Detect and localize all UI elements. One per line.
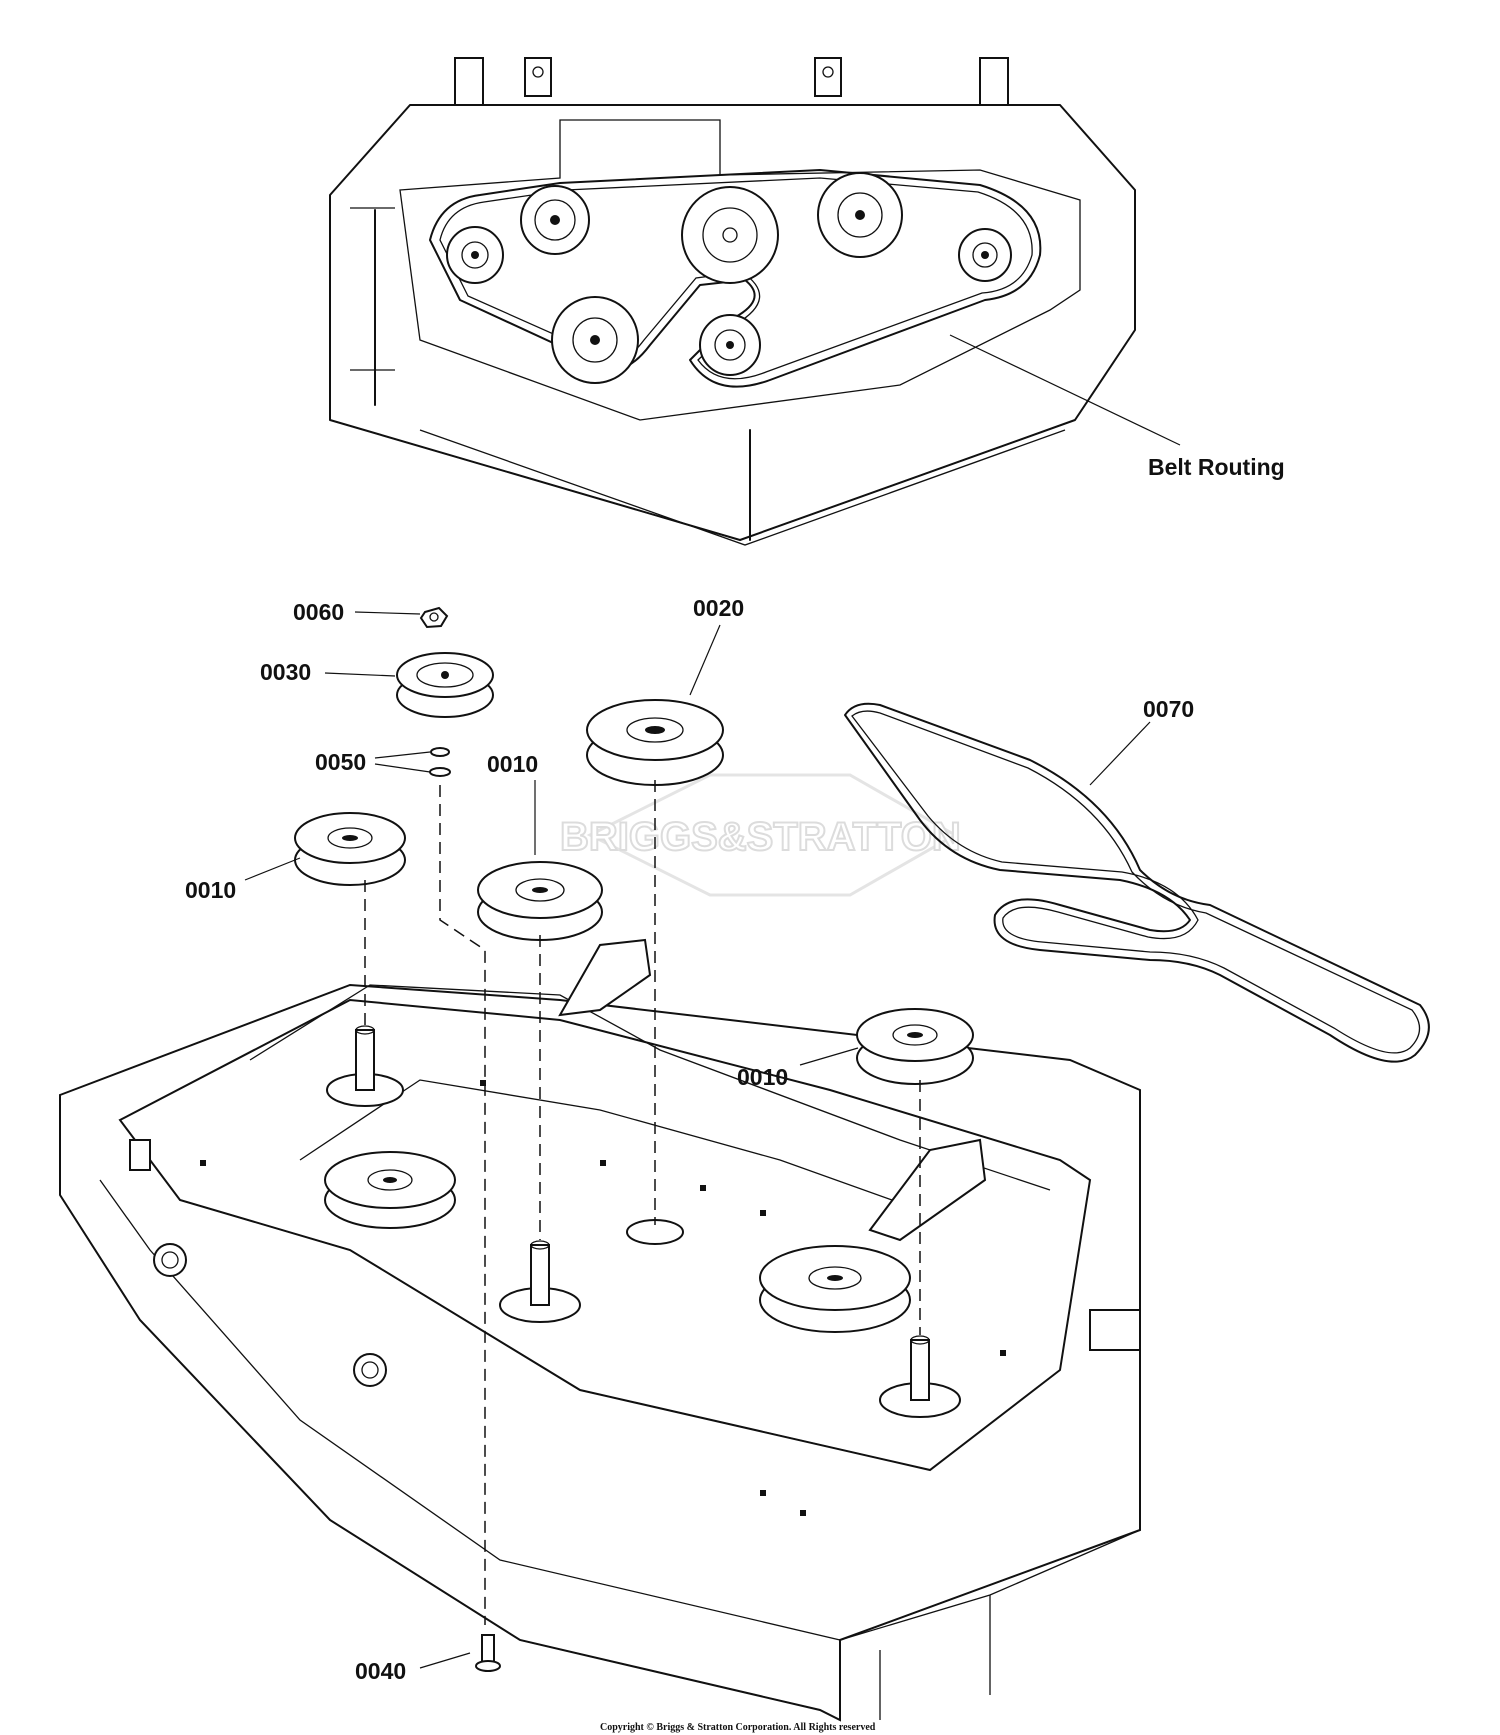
- callout-0010-left: 0010: [185, 877, 236, 903]
- idler-top-2: [699, 314, 761, 376]
- idler-top-1: [520, 185, 590, 255]
- spindle-right: [879, 1335, 961, 1418]
- belt-routing-view: Belt Routing: [329, 57, 1285, 546]
- callout-0050: 0050: [315, 749, 366, 775]
- part-0020-pulley: [586, 699, 724, 786]
- callout-0070: 0070: [1143, 696, 1194, 722]
- pulley-on-deck-right: [759, 1245, 911, 1333]
- brand-watermark: BRIGGS&STRATTON: [559, 773, 962, 897]
- copyright-text: Copyright © Briggs & Stratton Corporatio…: [600, 1722, 876, 1733]
- callout-0040: 0040: [355, 1658, 406, 1684]
- part-0040-bolt: [475, 1634, 501, 1672]
- spindle-center: [499, 1240, 581, 1323]
- part-0070-belt: [844, 702, 1430, 1063]
- callout-0010-right: 0010: [737, 1064, 788, 1090]
- part-0060-nut: [419, 606, 449, 629]
- mower-deck: [59, 938, 1141, 1722]
- callout-0020: 0020: [693, 595, 744, 621]
- callout-0060: 0060: [293, 599, 344, 625]
- assembly-lines: [364, 780, 921, 1625]
- part-0010-pulley-center: [477, 861, 603, 941]
- belt-routing-label: Belt Routing: [1148, 454, 1285, 480]
- pulley-top-lower-left: [551, 296, 639, 384]
- pulley-top-right: [817, 172, 903, 258]
- callout-0010-center: 0010: [487, 751, 538, 777]
- part-0030-idler: [396, 652, 494, 718]
- part-0050-washers: [429, 747, 451, 777]
- callouts: 0060 0030 0050 0020 0070 0010 0010 0010 …: [185, 595, 1194, 1684]
- part-0010-pulley-left: [294, 812, 406, 886]
- pulley-on-deck-left: [324, 1151, 456, 1229]
- watermark-text: BRIGGS&STRATTON: [560, 815, 961, 859]
- callout-0030: 0030: [260, 659, 311, 685]
- part-0010-pulley-right: [856, 1008, 974, 1085]
- pulley-top-left: [446, 226, 504, 284]
- pulley-top-far-right: [958, 228, 1012, 282]
- pulley-top-center: [681, 186, 779, 284]
- spindle-left: [326, 1025, 404, 1107]
